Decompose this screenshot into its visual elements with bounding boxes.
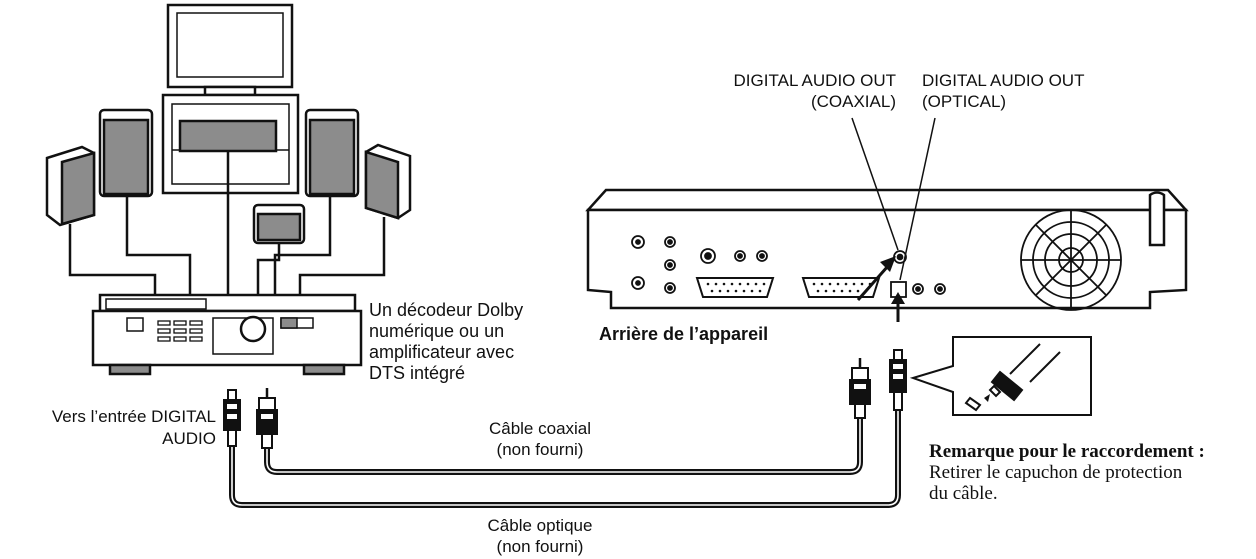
decoder-line3: amplificateur avec	[369, 342, 515, 362]
coaxial-out-line2: (COAXIAL)	[810, 92, 896, 111]
scart-connectors	[695, 277, 881, 298]
cap-removal-callout	[909, 336, 1092, 416]
fan-grille	[1020, 209, 1122, 311]
decoder-line4: DTS intégré	[369, 363, 466, 383]
optical-cable-label: Câble optique (non fourni)	[470, 515, 610, 557]
note-title: Remarque pour le raccordement :	[929, 441, 1205, 462]
speaker-left-front	[98, 108, 154, 198]
subwoofer	[252, 203, 306, 245]
tv-stand	[161, 93, 300, 195]
cable-inner	[231, 410, 899, 506]
optical-out-line2: (OPTICAL)	[922, 92, 1007, 111]
speaker-left-outer	[45, 145, 96, 227]
coax-cable-line2: (non fourni)	[496, 440, 584, 459]
optical-cable-line2: (non fourni)	[496, 537, 584, 556]
decoder-line1: Un décodeur Dolby	[369, 300, 524, 320]
optical-out-label: DIGITAL AUDIO OUT (OPTICAL)	[922, 70, 1084, 112]
television	[166, 3, 294, 97]
coaxial-plug-right	[849, 358, 871, 419]
leader-lines	[851, 117, 936, 281]
coaxial-cable-label: Câble coaxial (non fourni)	[470, 418, 610, 460]
decoder-description: Un décodeur Dolby numérique ou un amplif…	[369, 300, 523, 384]
connection-note: Remarque pour le raccordement : Retirer …	[929, 441, 1205, 504]
rear-jacks	[631, 235, 946, 298]
dvd-unit-rear	[585, 188, 1189, 311]
coaxial-out-label: DIGITAL AUDIO OUT (COAXIAL)	[680, 70, 896, 112]
coaxial-out-line1: DIGITAL AUDIO OUT	[733, 71, 896, 90]
optical-plug-left	[223, 389, 241, 447]
optical-plug-right	[889, 349, 907, 411]
optical-cable-line1: Câble optique	[487, 516, 593, 535]
optical-out-line1: DIGITAL AUDIO OUT	[922, 71, 1085, 90]
digital-input-label: Vers l’entrée DIGITAL AUDIO	[0, 406, 216, 450]
rear-of-unit-label: Arrière de l’appareil	[599, 324, 769, 344]
input-line2: AUDIO	[162, 429, 216, 448]
connection-arrows	[856, 256, 905, 322]
coax-cable-line1: Câble coaxial	[488, 419, 592, 438]
decoder-line2: numérique ou un	[369, 321, 505, 341]
coaxial-plug-left	[256, 388, 278, 449]
speaker-wires	[68, 151, 386, 295]
note-line1: Retirer le capuchon de protection	[929, 462, 1183, 483]
note-line2: du câble.	[929, 483, 998, 504]
input-line1: Vers l’entrée DIGITAL	[51, 407, 216, 426]
amplifier	[91, 293, 363, 376]
speaker-right-outer	[364, 143, 412, 220]
speaker-right-front	[304, 108, 360, 198]
